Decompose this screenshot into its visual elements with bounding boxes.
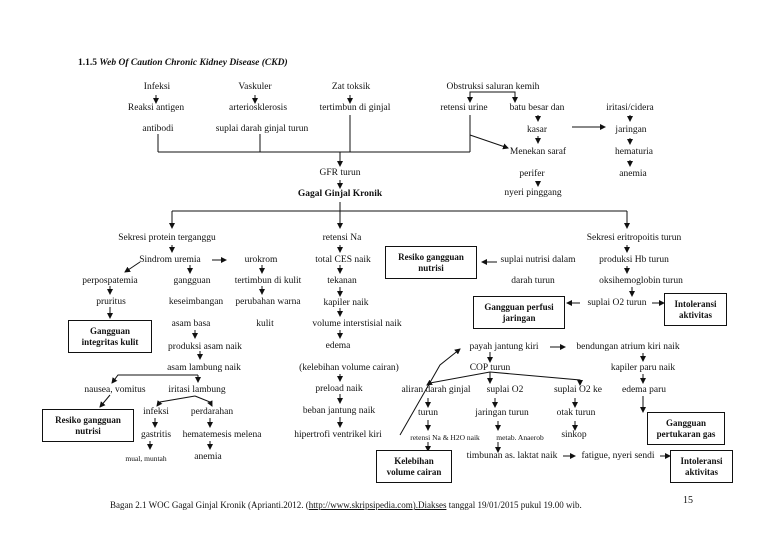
- node-tertimbun-kulit: tertimbun di kulit: [234, 276, 302, 286]
- node-gangguan: gangguan: [173, 276, 211, 286]
- page-heading: 1.1.5 Web Of Caution Chronic Kidney Dise…: [78, 58, 288, 68]
- node-tekanan: tekanan: [327, 276, 357, 286]
- node-sekresi-eritropoitis: Sekresi eritropoitis turun: [586, 233, 682, 243]
- node-otak-turun: otak turun: [556, 408, 596, 418]
- node-edema: edema: [325, 341, 351, 351]
- node-retensi-urine: retensi urine: [440, 103, 488, 113]
- node-kapiler-naik: kapiler naik: [323, 298, 369, 308]
- node-suplai-nutrisi: suplai nutrisi dalam: [500, 255, 576, 265]
- node-reaksi-antigen: Reaksi antigen: [127, 103, 185, 113]
- node-total-ces: total CES naik: [315, 255, 371, 265]
- node-sinkop: sinkop: [561, 430, 587, 440]
- node-asam-basa: asam basa: [171, 319, 211, 329]
- node-aliran-darah: aliran darah ginjal: [401, 385, 471, 395]
- node-suplai-o2-turun: suplai O2 turun: [587, 298, 647, 308]
- node-tertimbun: tertimbun di ginjal: [319, 103, 391, 113]
- node-kulit: kulit: [256, 319, 274, 329]
- caption-prefix: Bagan 2.1 WOC Gagal Ginjal Kronik (Apria…: [110, 500, 309, 510]
- node-gastritis: gastritis: [140, 430, 172, 440]
- node-nyeri-pinggang: nyeri pinggang: [504, 188, 562, 198]
- node-kasar: kasar: [526, 125, 548, 135]
- node-zat-toksik: Zat toksik: [331, 82, 371, 92]
- node-infeksi: Infeksi: [143, 82, 171, 92]
- node-gfr-turun: GFR turun: [319, 168, 361, 178]
- node-keseimbangan: keseimbangan: [168, 297, 224, 307]
- node-menekan-saraf: Menekan saraf: [509, 147, 567, 157]
- node-beban-jantung: beban jantung naik: [302, 406, 376, 416]
- node-kapiler-paru: kapiler paru naik: [610, 363, 676, 373]
- box-gangguan-integritas-kulit: Gangguan integritas kulit: [68, 320, 152, 353]
- caption-link[interactable]: http://www.skripsipedia.com: [308, 500, 413, 510]
- node-perubahan-warna: perubahan warna: [235, 297, 301, 307]
- node-pruritus: pruritus: [96, 297, 126, 307]
- box-resiko-nutrisi-left: Resiko gangguan nutrisi: [42, 409, 134, 442]
- node-produksi-hb: produksi Hb turun: [599, 255, 669, 265]
- node-fatigue: fatigue, nyeri sendi: [581, 451, 655, 461]
- heading-title: Web Of Caution Chronic Kidney Disease (C…: [99, 58, 288, 68]
- node-perifer: perifer: [519, 169, 545, 179]
- node-anemia: anemia: [619, 169, 647, 179]
- box-gangguan-pertukaran-gas: Gangguan pertukaran gas: [647, 412, 725, 445]
- node-darah-turun: darah turun: [511, 276, 555, 286]
- node-edema-paru: edema paru: [621, 385, 667, 395]
- box-intoleransi-aktivitas-2: Intoleransi aktivitas: [670, 450, 733, 483]
- node-iritasi-lambung: iritasi lambung: [168, 385, 226, 395]
- node-suplai-o2-ke: suplai O2 ke: [553, 385, 603, 395]
- node-turun: turun: [417, 408, 439, 418]
- node-jaringan-turun: jaringan turun: [475, 408, 529, 418]
- node-hipertrofi: hipertrofi ventrikel kiri: [294, 430, 382, 440]
- box-kelebihan-volume-cairan: Kelebihan volume cairan: [376, 450, 452, 483]
- node-perpospatemia: perpospatemia: [82, 276, 138, 286]
- node-kelebihan-volume-text: (kelebihan volume cairan): [299, 363, 399, 373]
- node-nausea: nausea, vomitus: [84, 385, 146, 395]
- box-gangguan-perfusi: Gangguan perfusi jaringan: [473, 296, 565, 329]
- node-bendungan: bendungan atrium kiri naik: [576, 342, 680, 352]
- node-anemia-lambung: anemia: [194, 452, 222, 462]
- caption-link-tail: ).Diakses: [412, 500, 447, 510]
- node-hematemesis: hematemesis melena: [182, 430, 262, 440]
- node-retensi-na-h2o: retensi Na & H2O naik: [410, 433, 480, 442]
- node-oksihemoglobin: oksihemoglobin turun: [599, 276, 683, 286]
- node-sindrom-uremia: Sindrom uremia: [139, 255, 201, 265]
- node-retensi-na: retensi Na: [322, 233, 362, 243]
- node-gagal-ginjal-kronik: Gagal Ginjal Kronik: [297, 189, 383, 199]
- node-arteriosklerosis: arteriosklerosis: [228, 103, 288, 113]
- node-asam-lambung: asam lambung naik: [167, 363, 241, 373]
- node-suplai-darah: suplai darah ginjal turun: [215, 124, 309, 134]
- page-number: 15: [683, 495, 693, 506]
- node-timbunan-laktat: timbunan as. laktat naik: [466, 451, 558, 461]
- node-suplai-o2: suplai O2: [486, 385, 524, 395]
- node-urokrom: urokrom: [244, 255, 278, 265]
- node-iritasi: iritasi/cidera: [606, 103, 654, 113]
- node-payah-jantung: payah jantung kiri: [469, 342, 539, 352]
- node-metab-anaerob: metab. Anaerob: [496, 433, 544, 442]
- heading-number: 1.1.5: [78, 58, 97, 68]
- caption-suffix: tanggal 19/01/2015 pukul 19.00 wib.: [446, 500, 582, 510]
- node-obstruksi: Obstruksi saluran kemih: [446, 82, 540, 92]
- node-antibodi: antibodi: [142, 124, 174, 134]
- node-hematuria: hematuria: [615, 147, 653, 157]
- box-resiko-nutrisi-mid: Resiko gangguan nutrisi: [385, 246, 477, 279]
- node-jaringan: jaringan: [615, 125, 647, 135]
- node-cop-turun: COP turun: [469, 363, 511, 373]
- node-produksi-asam: produksi asam naik: [168, 342, 242, 352]
- figure-caption: Bagan 2.1 WOC Gagal Ginjal Kronik (Apria…: [110, 500, 582, 510]
- node-batu-besar: batu besar dan: [509, 103, 565, 113]
- node-perdarahan: perdarahan: [190, 407, 234, 417]
- box-intoleransi-aktivitas-1: Intoleransi aktivitas: [664, 293, 727, 326]
- node-preload: preload naik: [315, 384, 363, 394]
- node-volume-interstisial: volume interstisial naik: [312, 319, 402, 329]
- node-infeksi-lambung: infeksi: [143, 407, 169, 417]
- node-mual-muntah: mual, muntah: [125, 454, 167, 463]
- node-sekresi-protein: Sekresi protein terganggu: [118, 233, 216, 243]
- node-vaskuler: Vaskuler: [238, 82, 272, 92]
